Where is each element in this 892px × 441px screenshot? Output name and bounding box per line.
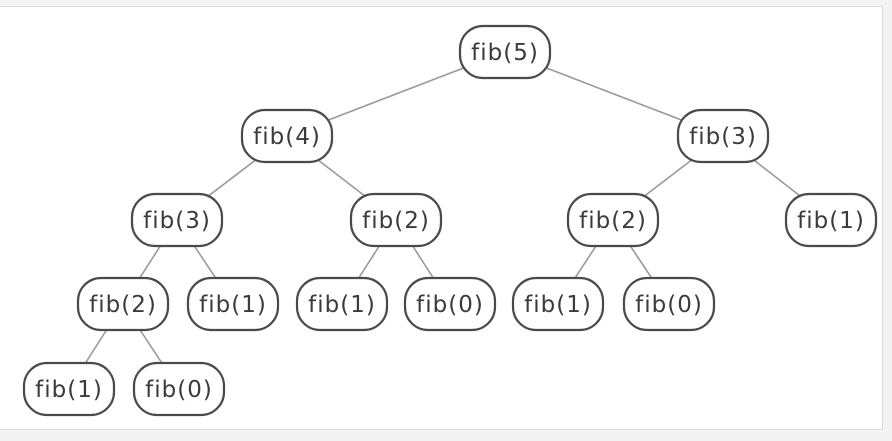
tree-node-fib-1: fib(1) [511, 276, 605, 332]
tree-node-label: fib(2) [362, 208, 430, 234]
tree-node-shape [130, 192, 224, 248]
tree-node-fib-3: fib(3) [676, 108, 770, 164]
tree-node-shape [784, 192, 878, 248]
tree-node-label: fib(3) [143, 208, 211, 234]
tree-node-label: fib(1) [308, 292, 376, 318]
tree-node-shape [132, 361, 226, 417]
tree-node-label: fib(1) [797, 208, 865, 234]
tree-node-label: fib(5) [471, 40, 539, 66]
tree-node-label: fib(2) [89, 292, 157, 318]
tree-node-fib-1: fib(1) [784, 192, 878, 248]
tree-node-shape [76, 276, 170, 332]
tree-node-fib-0: fib(0) [622, 276, 716, 332]
tree-node-fib-0: fib(0) [403, 276, 497, 332]
tree-node-shape [622, 276, 716, 332]
tree-node-shape [458, 24, 552, 80]
tree-node-fib-4: fib(4) [240, 108, 334, 164]
tree-node-fib-2: fib(2) [76, 276, 170, 332]
tree-node-shape [566, 192, 660, 248]
tree-node-fib-0: fib(0) [132, 361, 226, 417]
tree-node-shape [676, 108, 770, 164]
tree-node-label: fib(4) [253, 124, 321, 150]
tree-node-fib-2: fib(2) [566, 192, 660, 248]
tree-node-fib-2: fib(2) [349, 192, 443, 248]
tree-node-label: fib(2) [579, 208, 647, 234]
tree-node-fib-1: fib(1) [186, 276, 280, 332]
tree-node-shape [295, 276, 389, 332]
tree-node-fib-1: fib(1) [295, 276, 389, 332]
tree-node-label: fib(3) [689, 124, 757, 150]
tree-node-label: fib(1) [199, 292, 267, 318]
tree-node-label: fib(1) [524, 292, 592, 318]
tree-node-fib-5: fib(5) [458, 24, 552, 80]
tree-node-label: fib(0) [635, 292, 703, 318]
tree-node-label: fib(1) [35, 377, 103, 403]
tree-node-shape [349, 192, 443, 248]
tree-node-fib-3: fib(3) [130, 192, 224, 248]
tree-node-shape [186, 276, 280, 332]
tree-node-shape [22, 361, 116, 417]
tree-node-label: fib(0) [145, 377, 213, 403]
tree-node-shape [511, 276, 605, 332]
tree-node-label: fib(0) [416, 292, 484, 318]
tree-node-shape [403, 276, 497, 332]
tree-node-fib-1: fib(1) [22, 361, 116, 417]
tree-node-shape [240, 108, 334, 164]
